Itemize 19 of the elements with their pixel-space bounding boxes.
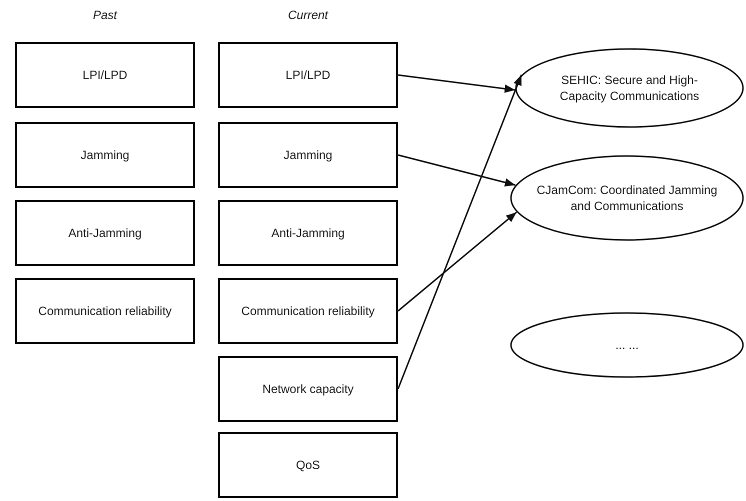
ellipse-label: ... ... xyxy=(615,337,639,353)
process-box: Anti-Jamming xyxy=(218,200,398,266)
process-box: Network capacity xyxy=(218,356,398,422)
process-box: Anti-Jamming xyxy=(15,200,195,266)
process-box: Jamming xyxy=(15,122,195,188)
arrow xyxy=(398,154,516,187)
ellipse-label: SEHIC: Secure and High-Capacity Communications xyxy=(558,72,700,104)
arrow xyxy=(398,212,518,312)
arrow xyxy=(397,74,522,390)
arrow xyxy=(398,74,516,93)
column-heading: Current xyxy=(288,8,328,22)
process-box: Jamming xyxy=(218,122,398,188)
process-box: LPI/LPD xyxy=(15,42,195,108)
process-box: Communication reliability xyxy=(15,278,195,344)
ellipse-label: CJamCom: Coordinated Jamming and Communications xyxy=(536,182,718,214)
process-box: QoS xyxy=(218,432,398,498)
column-heading: Past xyxy=(92,8,117,22)
process-box: LPI/LPD xyxy=(218,42,398,108)
process-box: Communication reliability xyxy=(218,278,398,344)
